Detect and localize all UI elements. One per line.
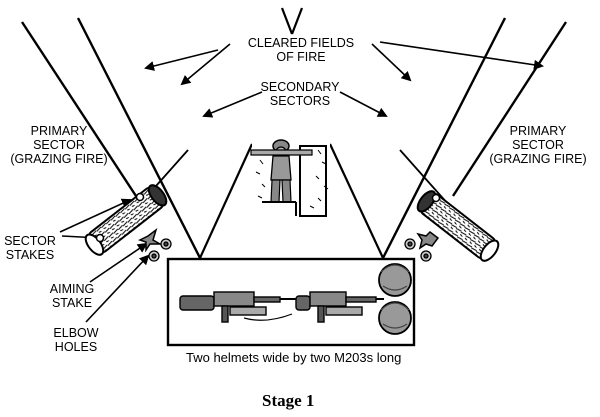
label-cleared-fields: CLEARED FIELDS OF FIRE	[236, 36, 366, 64]
m203-rifle-right	[295, 291, 384, 323]
label-secondary-line1: SECONDARY	[260, 80, 340, 94]
pit-size-caption: Two helmets wide by two M203s long	[186, 350, 402, 365]
label-cleared-fields-line1: CLEARED FIELDS	[247, 36, 355, 50]
top-v-marker	[280, 7, 304, 35]
label-sector-stakes-line2: STAKES	[5, 248, 55, 262]
label-elbow-holes-line1: ELBOW	[53, 326, 99, 340]
label-cleared-fields-line2: OF FIRE	[276, 50, 326, 64]
soldier-figure	[250, 139, 330, 217]
left-sector-stake-bottom	[95, 233, 105, 243]
right-sector-stake-top	[431, 193, 441, 203]
label-primary-sector-right: PRIMARY SECTOR (GRAZING FIRE)	[478, 124, 598, 166]
arrows	[59, 41, 544, 323]
label-elbow-holes: ELBOW HOLES	[46, 326, 106, 354]
label-primary-sector-left: PRIMARY SECTOR (GRAZING FIRE)	[0, 124, 118, 166]
label-primary-left-line2: SECTOR	[33, 138, 85, 152]
label-aiming-stake-line2: STAKE	[51, 296, 93, 310]
label-primary-right-line1: PRIMARY	[509, 124, 567, 138]
label-aiming-stake-line1: AIMING	[49, 282, 95, 296]
left-log	[84, 184, 168, 256]
helmet-top	[378, 263, 412, 297]
inner-sector-lines	[198, 143, 384, 259]
label-secondary-line2: SECTORS	[269, 94, 331, 108]
label-elbow-holes-line2: HOLES	[54, 340, 98, 354]
stage-title: Stage 1	[262, 391, 315, 410]
label-sector-stakes: SECTOR STAKES	[0, 234, 60, 262]
label-primary-left-line1: PRIMARY	[30, 124, 88, 138]
left-elbow-holes	[148, 238, 172, 262]
left-sector-stake-top	[135, 192, 145, 202]
right-aiming-stake	[416, 231, 440, 250]
m203-rifle-left	[179, 291, 296, 323]
left-aiming-stake	[138, 228, 163, 253]
label-aiming-stake: AIMING STAKE	[42, 282, 102, 310]
helmets	[378, 263, 412, 335]
label-sector-stakes-line1: SECTOR	[4, 234, 56, 248]
helmet-bottom	[378, 301, 412, 335]
label-primary-right-line3: (GRAZING FIRE)	[489, 152, 587, 166]
right-log	[416, 190, 500, 262]
label-secondary-sectors: SECONDARY SECTORS	[250, 80, 350, 108]
left-sector-lines	[20, 17, 202, 259]
label-primary-right-line2: SECTOR	[512, 138, 564, 152]
label-primary-left-line3: (GRAZING FIRE)	[10, 152, 108, 166]
right-elbow-holes	[404, 238, 432, 262]
